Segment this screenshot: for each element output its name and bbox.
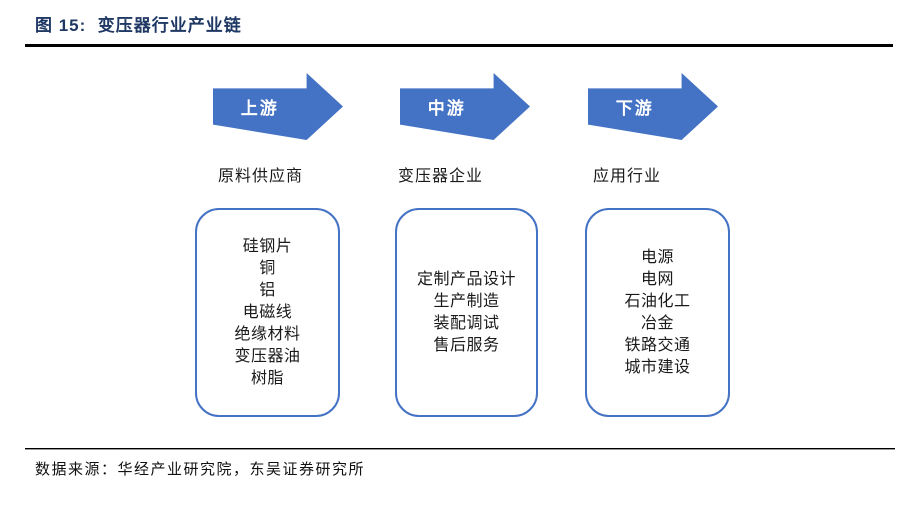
box-item: 硅钢片	[242, 237, 293, 255]
box-item: 铁路交通	[624, 336, 691, 354]
midstream-arrow-icon: 中游	[400, 73, 530, 140]
box-item: 电网	[640, 270, 674, 288]
box-item: 城市建设	[624, 358, 691, 376]
upstream-items-box: 硅钢片铜铝电磁线绝缘材料变压器油树脂	[195, 208, 340, 417]
figure-title: 图 15: 变压器行业产业链	[35, 16, 242, 35]
title-divider-rule	[25, 44, 893, 47]
footer-divider-rule	[25, 448, 895, 450]
box-item: 铝	[259, 281, 276, 299]
box-item: 装配调试	[433, 314, 500, 332]
data-source-note: 数据来源：华经产业研究院，东吴证券研究所	[35, 462, 366, 478]
midstream-items-box: 定制产品设计生产制造装配调试售后服务	[395, 208, 538, 417]
downstream-category-label: 应用行业	[593, 168, 662, 185]
box-item: 冶金	[640, 314, 674, 332]
box-item: 售后服务	[433, 336, 500, 354]
midstream-arrow-label: 中游	[427, 99, 466, 118]
box-item: 铜	[259, 259, 276, 277]
downstream-arrow-label: 下游	[615, 99, 654, 118]
box-item: 电源	[640, 248, 674, 266]
midstream-category-label: 变压器企业	[398, 168, 484, 185]
upstream-category-label: 原料供应商	[218, 168, 304, 185]
downstream-arrow-icon: 下游	[588, 73, 718, 140]
upstream-arrow-icon: 上游	[213, 73, 343, 140]
box-item: 生产制造	[433, 292, 500, 310]
box-item: 变压器油	[234, 347, 301, 365]
box-item: 绝缘材料	[234, 325, 301, 343]
downstream-items-box: 电源电网石油化工冶金铁路交通城市建设	[585, 208, 730, 417]
box-item: 石油化工	[624, 292, 691, 310]
box-item: 定制产品设计	[416, 270, 516, 288]
upstream-arrow-label: 上游	[240, 99, 279, 118]
box-item: 电磁线	[242, 303, 293, 321]
box-item: 树脂	[250, 369, 284, 387]
